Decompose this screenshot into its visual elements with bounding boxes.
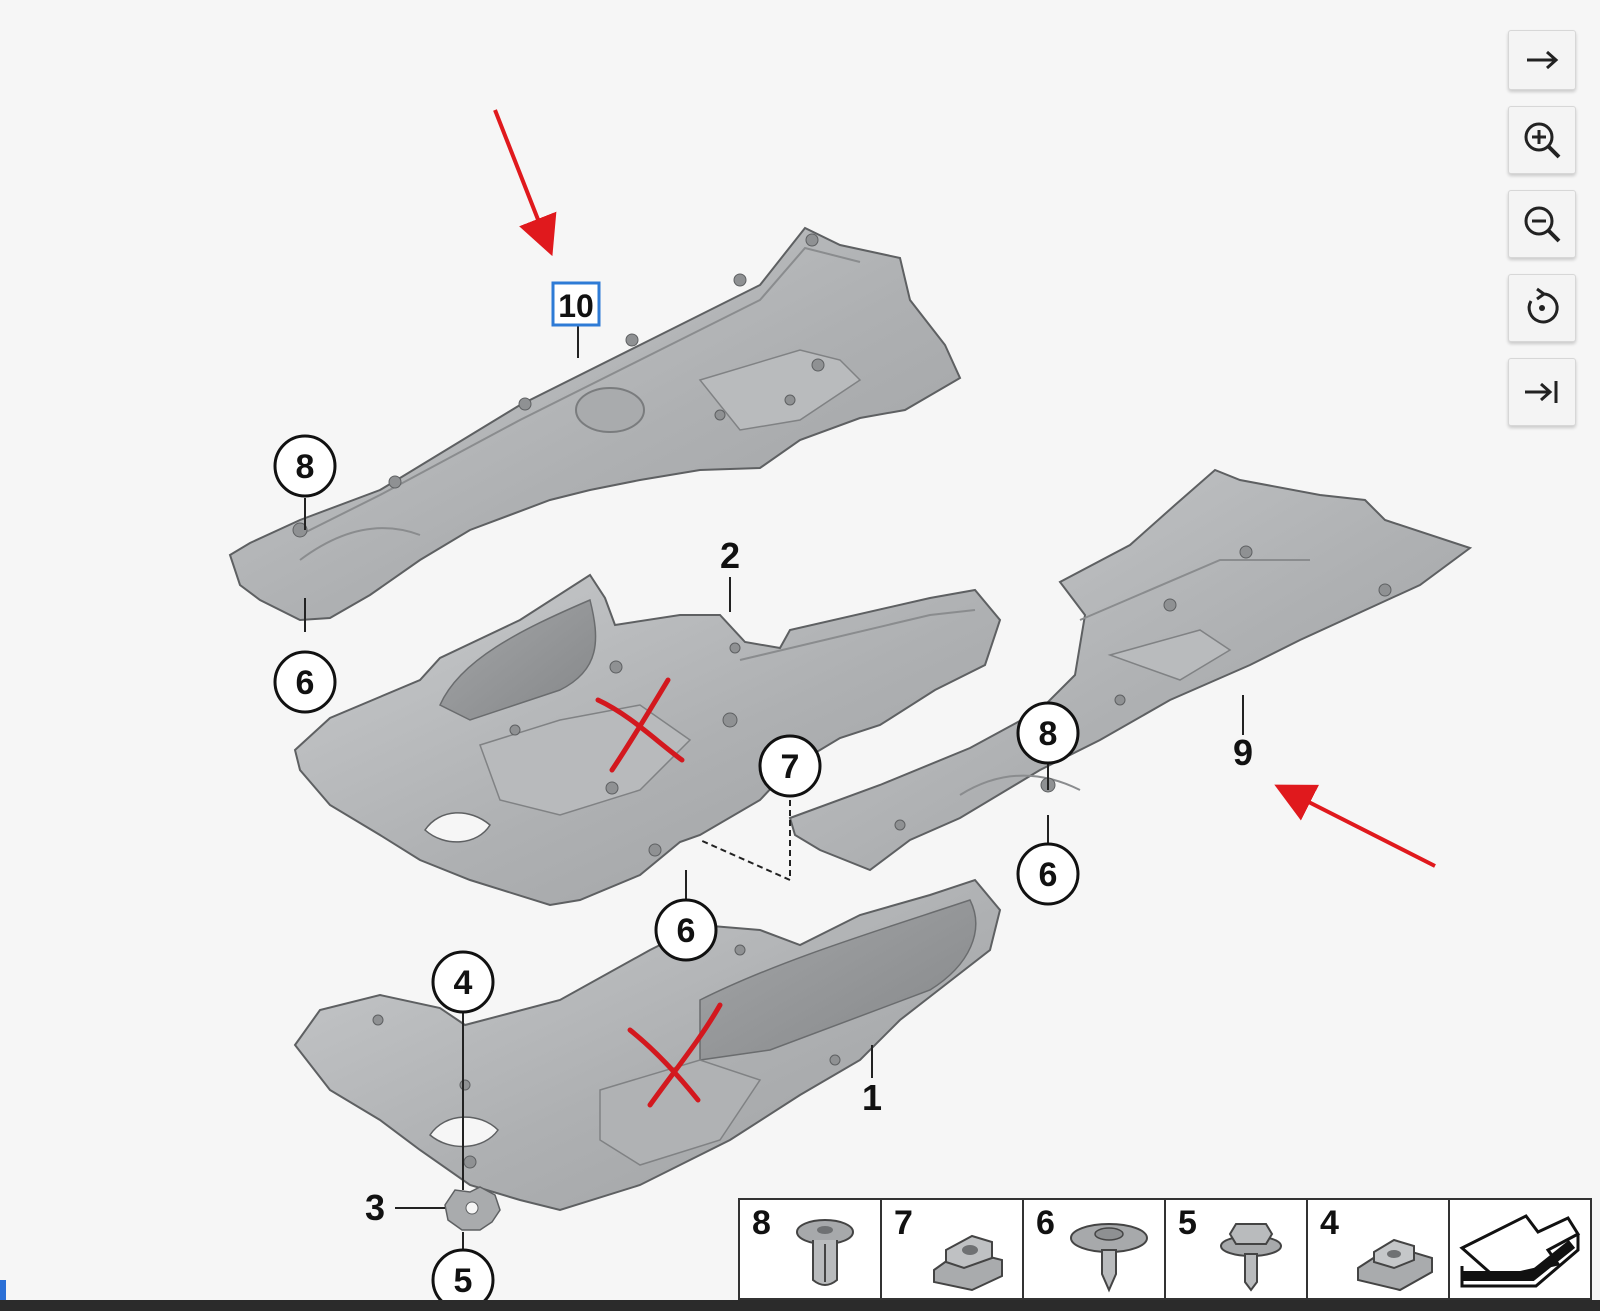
next-page-button[interactable] — [1450, 1200, 1590, 1298]
zoom-out-button[interactable] — [1508, 190, 1576, 258]
legend-item-6[interactable]: 6 — [1024, 1200, 1166, 1298]
red-arrow-right — [1274, 784, 1436, 868]
legend-number: 7 — [894, 1204, 913, 1242]
legend-number: 5 — [1178, 1204, 1197, 1242]
viewer-toolbar — [1508, 30, 1578, 426]
legend-item-5[interactable]: 5 — [1166, 1200, 1308, 1298]
panel-2 — [293, 573, 1002, 907]
svg-text:6: 6 — [677, 912, 696, 950]
svg-text:1: 1 — [862, 1077, 882, 1118]
bottom-status-bar — [0, 1300, 1600, 1311]
callout-6-top[interactable]: 6 — [273, 650, 337, 714]
callout-4[interactable]: 4 — [431, 950, 495, 1014]
expanding-rivet-icon — [796, 1219, 854, 1286]
svg-text:6: 6 — [1039, 856, 1058, 894]
arrow-to-next-page-icon — [1459, 1214, 1581, 1288]
rotate-button[interactable] — [1508, 274, 1576, 342]
clip-nut-icon — [933, 1234, 1003, 1292]
red-cross-panel-2 — [595, 677, 685, 773]
svg-text:9: 9 — [1233, 732, 1253, 773]
hex-bolt-icon — [1220, 1223, 1282, 1292]
svg-text:5: 5 — [454, 1262, 473, 1300]
svg-text:6: 6 — [296, 664, 315, 702]
callout-8-right[interactable]: 8 — [1016, 701, 1080, 765]
arrow-right-icon — [1527, 50, 1559, 70]
spring-nut-icon — [1357, 1238, 1433, 1292]
rotate-icon — [1527, 287, 1559, 324]
zoom-out-icon — [1524, 206, 1561, 243]
legend-item-7[interactable]: 7 — [882, 1200, 1024, 1298]
legend-item-8[interactable]: 8 — [740, 1200, 882, 1298]
callout-2[interactable]: 2 — [720, 535, 740, 576]
panel-10 — [228, 226, 962, 622]
legend-item-4[interactable]: 4 — [1308, 1200, 1450, 1298]
leader-lines — [304, 325, 1244, 1255]
zoom-in-button[interactable] — [1508, 106, 1576, 174]
callout-6-middle[interactable]: 6 — [654, 898, 718, 962]
red-arrow-top — [493, 109, 557, 257]
svg-text:8: 8 — [296, 448, 315, 486]
selection-marker — [0, 1280, 6, 1302]
legend-number: 8 — [752, 1204, 771, 1242]
panel-9 — [788, 468, 1473, 872]
callout-3[interactable]: 3 — [365, 1187, 385, 1228]
zoom-in-icon — [1524, 122, 1561, 159]
fit-to-end-button[interactable] — [1508, 358, 1576, 426]
svg-text:7: 7 — [781, 748, 800, 786]
callout-10[interactable]: 10 — [551, 281, 601, 327]
legend-number: 6 — [1036, 1204, 1055, 1242]
arrow-to-end-icon — [1525, 381, 1558, 403]
red-cross-panel-1 — [627, 1002, 723, 1108]
callout-7[interactable]: 7 — [758, 734, 822, 798]
screw-with-washer-icon — [1070, 1223, 1148, 1293]
svg-text:4: 4 — [454, 964, 473, 1002]
callout-1[interactable]: 1 — [862, 1077, 882, 1118]
svg-text:2: 2 — [720, 535, 740, 576]
callout-6-right[interactable]: 6 — [1016, 842, 1080, 906]
callout-8-top[interactable]: 8 — [273, 434, 337, 498]
svg-text:10: 10 — [558, 288, 594, 324]
legend-number: 4 — [1320, 1204, 1339, 1242]
fastener-legend: 8 7 6 5 4 — [738, 1198, 1592, 1300]
next-button[interactable] — [1508, 30, 1576, 90]
svg-text:3: 3 — [365, 1187, 385, 1228]
part-3-washer — [444, 1186, 501, 1231]
svg-text:8: 8 — [1039, 715, 1058, 753]
callout-9[interactable]: 9 — [1233, 732, 1253, 773]
